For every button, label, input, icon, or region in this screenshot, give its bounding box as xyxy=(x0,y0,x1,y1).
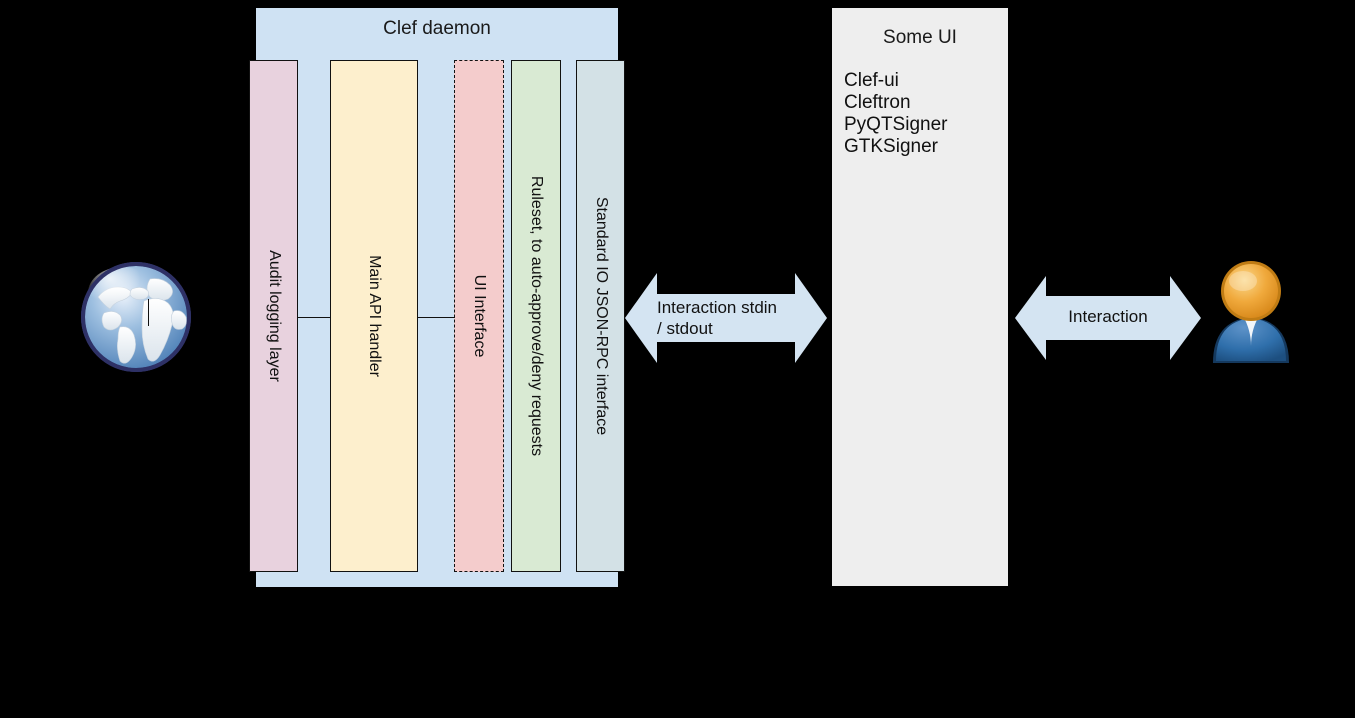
clef-daemon-container xyxy=(256,8,618,587)
interaction-stdio-arrow-label: Interaction stdin / stdout xyxy=(657,298,778,338)
arrow-shaft xyxy=(657,294,795,342)
arrow-shaft xyxy=(1046,296,1170,340)
some-ui-title: Some UI xyxy=(883,27,957,48)
list-item: Clef-ui xyxy=(844,70,899,91)
column-ui-interface[interactable]: UI Interface xyxy=(454,60,504,572)
column-label: Audit logging layer xyxy=(265,250,283,382)
column-ruleset[interactable]: Ruleset, to auto-approve/deny requests xyxy=(511,60,561,572)
column-standard-io-jsonrpc[interactable]: Standard IO JSON-RPC interface xyxy=(576,60,625,572)
globe-connector-line xyxy=(148,299,149,326)
column-audit-logging-layer[interactable]: Audit logging layer xyxy=(249,60,298,572)
clef-daemon-title: Clef daemon xyxy=(383,18,491,39)
connector-audit-to-api xyxy=(297,317,331,318)
arrow-head-right xyxy=(1170,276,1201,360)
column-label: Standard IO JSON-RPC interface xyxy=(592,196,610,436)
column-label: UI Interface xyxy=(471,274,488,358)
user-icon xyxy=(1205,253,1297,365)
interaction-stdio-arrow xyxy=(625,273,827,363)
arrow-head-right xyxy=(795,273,827,363)
column-label: Main API handler xyxy=(366,255,383,377)
list-item: Cleftron xyxy=(844,92,911,113)
globe-icon xyxy=(74,255,198,379)
some-ui-list: Clef-ui Cleftron PyQTSigner GTKSigner xyxy=(844,70,1004,158)
arrow-head-left xyxy=(625,273,657,363)
interaction-arrow-label: Interaction xyxy=(1068,307,1148,326)
list-item: GTKSigner xyxy=(844,136,938,157)
column-label: Ruleset, to auto-approve/deny requests xyxy=(528,175,545,457)
list-item: PyQTSigner xyxy=(844,114,948,135)
column-main-api-handler[interactable]: Main API handler xyxy=(330,60,418,572)
connector-api-to-ui xyxy=(417,317,455,318)
some-ui-panel: Some UI Clef-ui Cleftron PyQTSigner GTKS… xyxy=(832,8,1008,586)
interaction-arrow xyxy=(1015,276,1201,360)
arrow-head-left xyxy=(1015,276,1046,360)
